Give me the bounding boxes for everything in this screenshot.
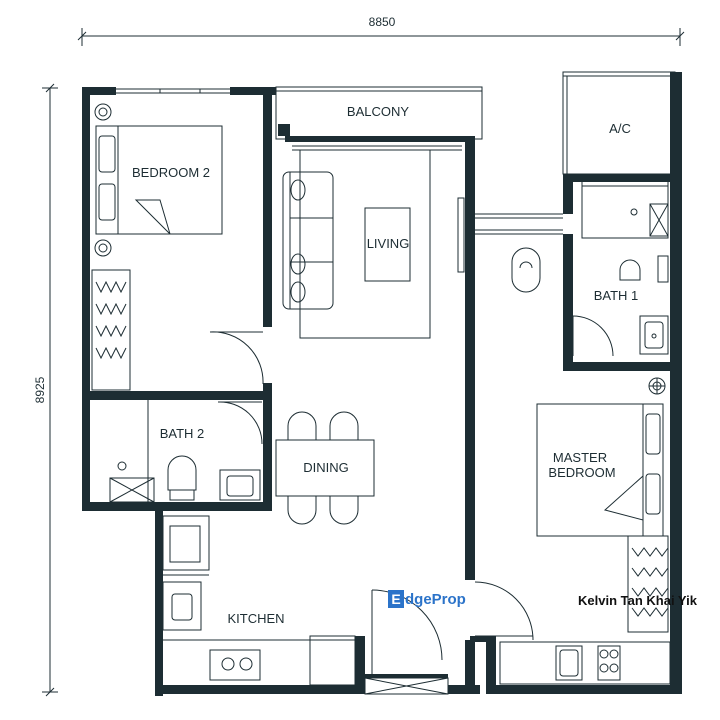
room-label-master-line2: BEDROOM bbox=[548, 465, 615, 480]
room-label-kitchen: KITCHEN bbox=[227, 611, 284, 626]
room-label-bath2: BATH 2 bbox=[160, 426, 205, 441]
room-label-living: LIVING bbox=[367, 236, 410, 251]
height-dimension-label: 8925 bbox=[33, 376, 47, 403]
edgeprop-wordmark: dgeProp bbox=[405, 590, 466, 608]
room-label-dining: DINING bbox=[303, 460, 349, 475]
room-label-bedroom2: BEDROOM 2 bbox=[132, 165, 210, 180]
thin-lines bbox=[91, 71, 676, 695]
walls bbox=[82, 72, 682, 696]
room-label-balcony: BALCONY bbox=[347, 104, 409, 119]
room-label-master-line1: MASTER bbox=[553, 450, 607, 465]
agent-credit: Kelvin Tan Khai Yik bbox=[578, 593, 697, 608]
height-dimension-line bbox=[42, 83, 58, 697]
edgeprop-logo-icon: E bbox=[388, 590, 404, 608]
room-label-ac: A/C bbox=[609, 121, 631, 136]
width-dimension-line bbox=[77, 28, 685, 46]
room-label-bath1: BATH 1 bbox=[594, 288, 639, 303]
edgeprop-watermark: E dgeProp bbox=[388, 590, 466, 608]
width-dimension-label: 8850 bbox=[369, 15, 396, 29]
